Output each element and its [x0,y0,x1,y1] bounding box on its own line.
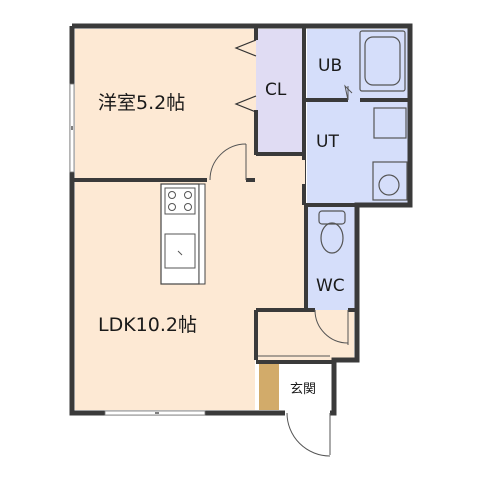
toilet-door [314,309,349,345]
entrance-label: 玄関 [290,382,316,397]
hall-floor [258,310,354,360]
entrance-door-opening [285,410,330,416]
ldk-label: LDK10.2帖 [98,314,197,336]
entrance-door [286,412,331,457]
shoe-box [259,364,279,410]
closet-floor [256,29,303,153]
washing-machine-icon [372,161,408,201]
bathtub-icon [359,30,406,92]
fridge-space [255,160,305,184]
utility-door [344,84,353,101]
kitchen-wall-panel [198,183,206,285]
closet-label: CL [265,80,287,100]
western-room-floor [75,29,256,180]
toilet-icon [318,210,346,254]
unit-bath-floor [307,29,408,100]
utility-floor [307,100,408,203]
toilet-label: WC [316,276,345,296]
closet-folding-door-lower [234,95,257,113]
unit-bath-label: UB [318,56,342,76]
washbasin-icon [373,107,407,139]
bedroom-door [209,143,247,181]
utility-label: UT [316,132,339,152]
stove-icon [164,187,196,215]
closet-folding-door [234,39,257,57]
western-room-label: 洋室5.2帖 [98,92,185,114]
toilet-floor [307,203,355,310]
interior-walls [72,26,410,364]
sink-icon [164,233,196,269]
